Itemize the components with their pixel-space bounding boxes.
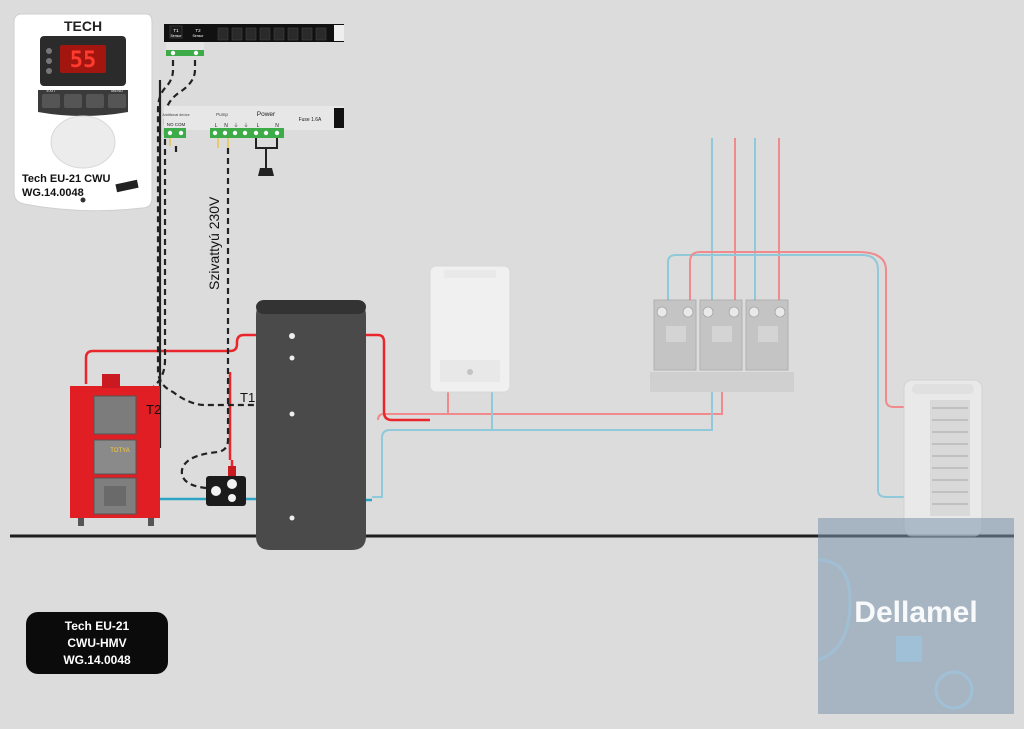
power-label: Power: [257, 111, 276, 118]
heating-manifold: [650, 299, 794, 392]
t2-label: T2: [146, 402, 161, 417]
solid-fuel-boiler: TOTYA: [70, 374, 160, 526]
sensor-terminal-strip: T1 Sensor T2 Sensor: [164, 24, 344, 56]
svg-text:Sensor: Sensor: [170, 34, 182, 38]
minus-button[interactable]: [64, 94, 82, 108]
controller-unit: TECH 55 EXIT MENU Tech EU-21 CWU WG.14.0…: [13, 13, 153, 212]
t1-label: T1: [240, 390, 255, 405]
caption-box: Tech EU-21 CWU-HMV WG.14.0048: [26, 612, 168, 674]
svg-text:⏚: ⏚: [243, 122, 248, 129]
control-wires: [143, 60, 262, 490]
menu-button[interactable]: [108, 94, 126, 108]
buffer-tank: [256, 300, 366, 550]
watermark-text: Dellamel: [854, 596, 977, 629]
menu-button-label: MENU: [111, 88, 123, 93]
caption-line-2: CWU-HMV: [67, 635, 127, 650]
watermark-logo: Dellamel: [817, 518, 1014, 714]
svg-text:L: L: [215, 123, 218, 129]
t1-sensor-label: T1: [173, 28, 179, 33]
hot-water-cylinder: [903, 379, 983, 537]
svg-text:N: N: [275, 123, 279, 129]
pump-label: Pump: [216, 112, 228, 117]
svg-text:Sensor: Sensor: [192, 34, 204, 38]
power-terminal-strip: Additional device NO COM Pump Power Fuse…: [162, 106, 344, 176]
exit-button[interactable]: [42, 94, 60, 108]
controller-display-value: 55: [70, 48, 97, 73]
svg-text:⏚: ⏚: [233, 122, 238, 129]
distribution-piping: [372, 138, 904, 498]
caption-line-1: Tech EU-21: [64, 618, 130, 633]
exit-button-label: EXIT: [47, 88, 56, 93]
pump-group: [206, 466, 246, 506]
fuse-label: Fuse 1.6A: [299, 117, 322, 123]
no-com-label: NO COM: [167, 122, 186, 127]
controller-display: [60, 45, 106, 73]
pump-wire-label: Szivattyú 230V: [206, 196, 222, 290]
controller-model-line1: Tech EU-21 CWU: [22, 173, 110, 185]
svg-text:N: N: [224, 123, 228, 129]
t2-sensor-label: T2: [195, 28, 201, 33]
controller-brand: TECH: [64, 18, 102, 34]
additional-device-label: Additional device: [162, 113, 189, 117]
wall-gas-boiler: [429, 265, 511, 393]
svg-text:L: L: [257, 123, 260, 129]
boiler-brand: TOTYA: [110, 448, 129, 454]
plus-button[interactable]: [86, 94, 104, 108]
controller-model-line2: WG.14.0048: [22, 187, 84, 199]
caption-line-3: WG.14.0048: [63, 652, 131, 667]
